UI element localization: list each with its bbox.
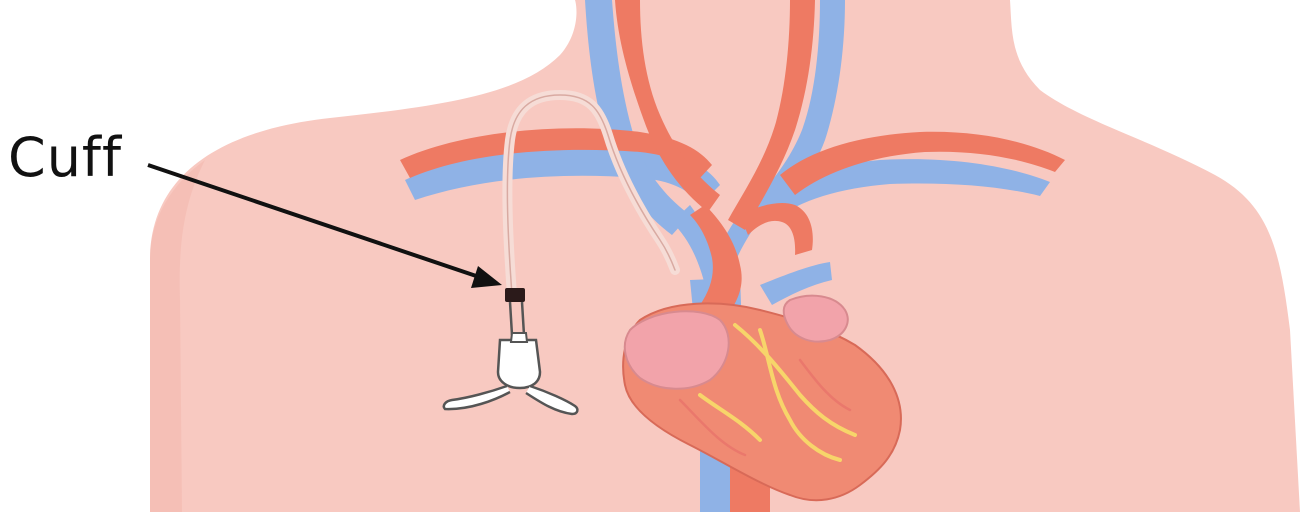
cuff-label: Cuff (8, 128, 122, 188)
catheter-cuff (505, 288, 525, 302)
right-atrium (625, 311, 729, 388)
